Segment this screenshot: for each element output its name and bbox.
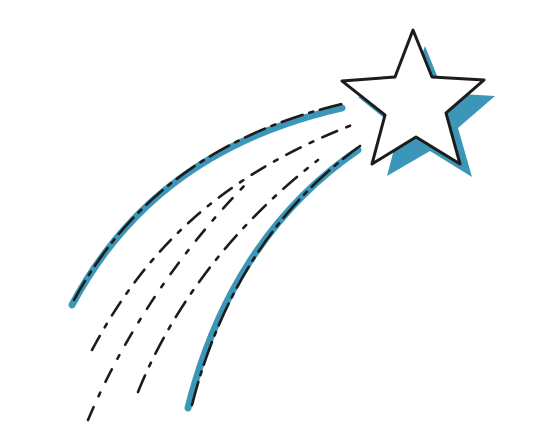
trail-lower-blue (184, 146, 362, 412)
trail-inner-3 (136, 158, 320, 394)
star-icon (340, 28, 486, 166)
trail-upper-blue (68, 104, 346, 309)
trail-lower-ink (190, 144, 362, 407)
trail-inner-1 (90, 123, 354, 352)
trail-inner-2 (86, 178, 252, 422)
trail-upper-ink (72, 102, 344, 302)
